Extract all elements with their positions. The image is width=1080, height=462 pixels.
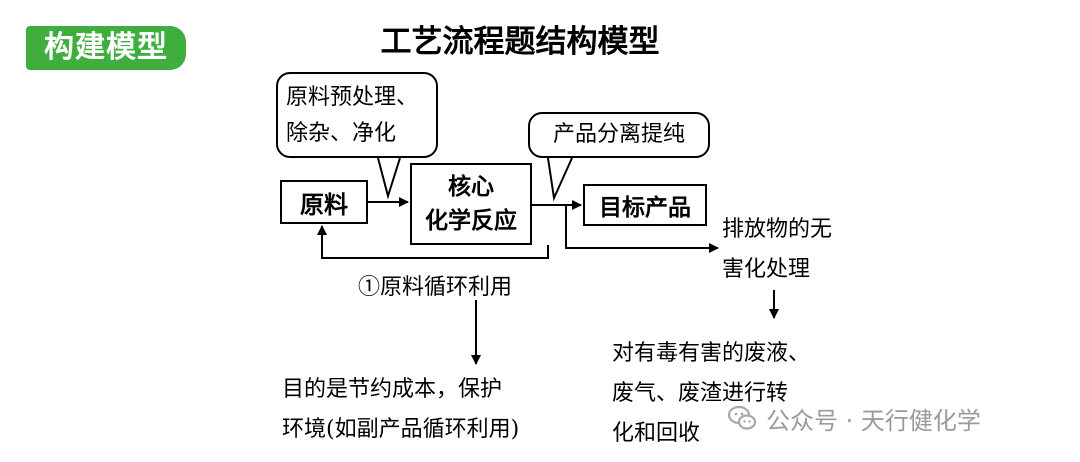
purpose-line-2: 环境(如副产品循环利用) <box>282 417 520 442</box>
target-product-box: 目标产品 <box>583 184 707 226</box>
treatment-line-3: 化和回收 <box>612 421 701 446</box>
recycle-label: ①原料循环利用 <box>358 275 513 300</box>
recycle-loop-line <box>317 225 549 259</box>
core-reaction-box: 核心 化学反应 <box>410 163 532 245</box>
purpose-line-1: 目的是节约成本，保护 <box>282 377 503 402</box>
pretreatment-callout: 原料预处理、 除杂、净化 <box>276 72 438 158</box>
wechat-icon <box>727 405 757 430</box>
treatment-note: 对有毒有害的废液、 废气、废渣进行转 化和回收 <box>612 334 912 454</box>
discharge-line-2: 害化处理 <box>722 257 811 282</box>
raw-material-box: 原料 <box>280 180 368 224</box>
separation-callout: 产品分离提纯 <box>528 112 710 158</box>
treatment-line-1: 对有毒有害的废液、 <box>612 341 811 366</box>
watermark: 公众号 · 天行健化学 <box>726 396 1056 440</box>
section-tag: 构建模型 <box>26 26 186 70</box>
discharge-line-1: 排放物的无 <box>722 217 833 242</box>
diagram-title: 工艺流程题结构模型 <box>380 24 660 60</box>
core-reaction-line-2: 化学反应 <box>425 208 517 234</box>
purpose-note: 目的是节约成本，保护 环境(如副产品循环利用) <box>282 370 602 450</box>
pretreatment-line-2: 除杂、净化 <box>286 121 397 146</box>
discharge-note: 排放物的无 害化处理 <box>722 210 882 290</box>
watermark-text: 公众号 · 天行健化学 <box>766 406 981 435</box>
separation-pointer <box>547 157 573 202</box>
core-reaction-line-1: 核心 <box>448 174 494 200</box>
arrow-discharge <box>565 205 719 253</box>
pretreatment-line-1: 原料预处理、 <box>286 85 419 110</box>
pretreat-pointer <box>377 157 401 200</box>
treatment-line-2: 废气、废渣进行转 <box>612 381 789 406</box>
